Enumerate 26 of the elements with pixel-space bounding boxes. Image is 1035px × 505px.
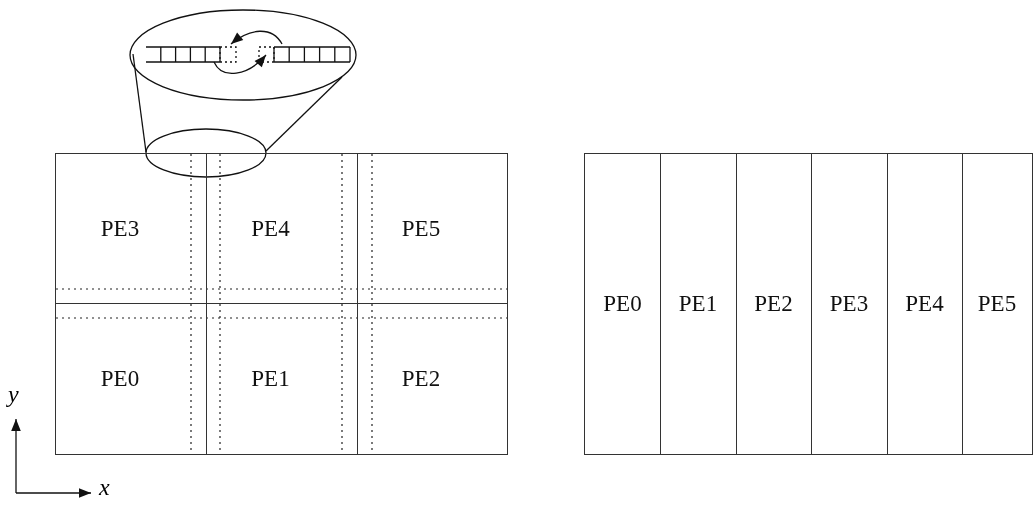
axis-label: x bbox=[99, 474, 110, 501]
processor-label: PE5 bbox=[977, 291, 1017, 317]
grid-cell bbox=[206, 153, 358, 304]
strip-cell bbox=[887, 153, 963, 455]
grid-cell bbox=[55, 153, 207, 304]
processor-label: PE1 bbox=[678, 291, 718, 317]
grid-cell bbox=[206, 303, 358, 455]
strip-cell bbox=[736, 153, 812, 455]
processor-label: PE3 bbox=[100, 215, 141, 242]
processor-label: PE4 bbox=[251, 215, 291, 242]
processor-label: PE1 bbox=[251, 365, 291, 392]
processor-label: PE0 bbox=[100, 365, 141, 392]
strip-cell bbox=[811, 153, 888, 455]
strip-cell bbox=[660, 153, 737, 455]
processor-label: PE4 bbox=[905, 291, 944, 317]
processor-label: PE0 bbox=[603, 291, 642, 317]
processor-label: PE2 bbox=[401, 365, 442, 392]
processor-label: PE3 bbox=[829, 291, 869, 317]
grid-cell bbox=[357, 303, 508, 455]
axis-label: y bbox=[8, 381, 19, 408]
grid-cell bbox=[55, 303, 207, 455]
processor-label: PE2 bbox=[754, 291, 793, 317]
strip-cell bbox=[584, 153, 661, 455]
processor-label: PE5 bbox=[401, 215, 442, 242]
strip-cell bbox=[962, 153, 1033, 455]
grid-cell bbox=[357, 153, 508, 304]
